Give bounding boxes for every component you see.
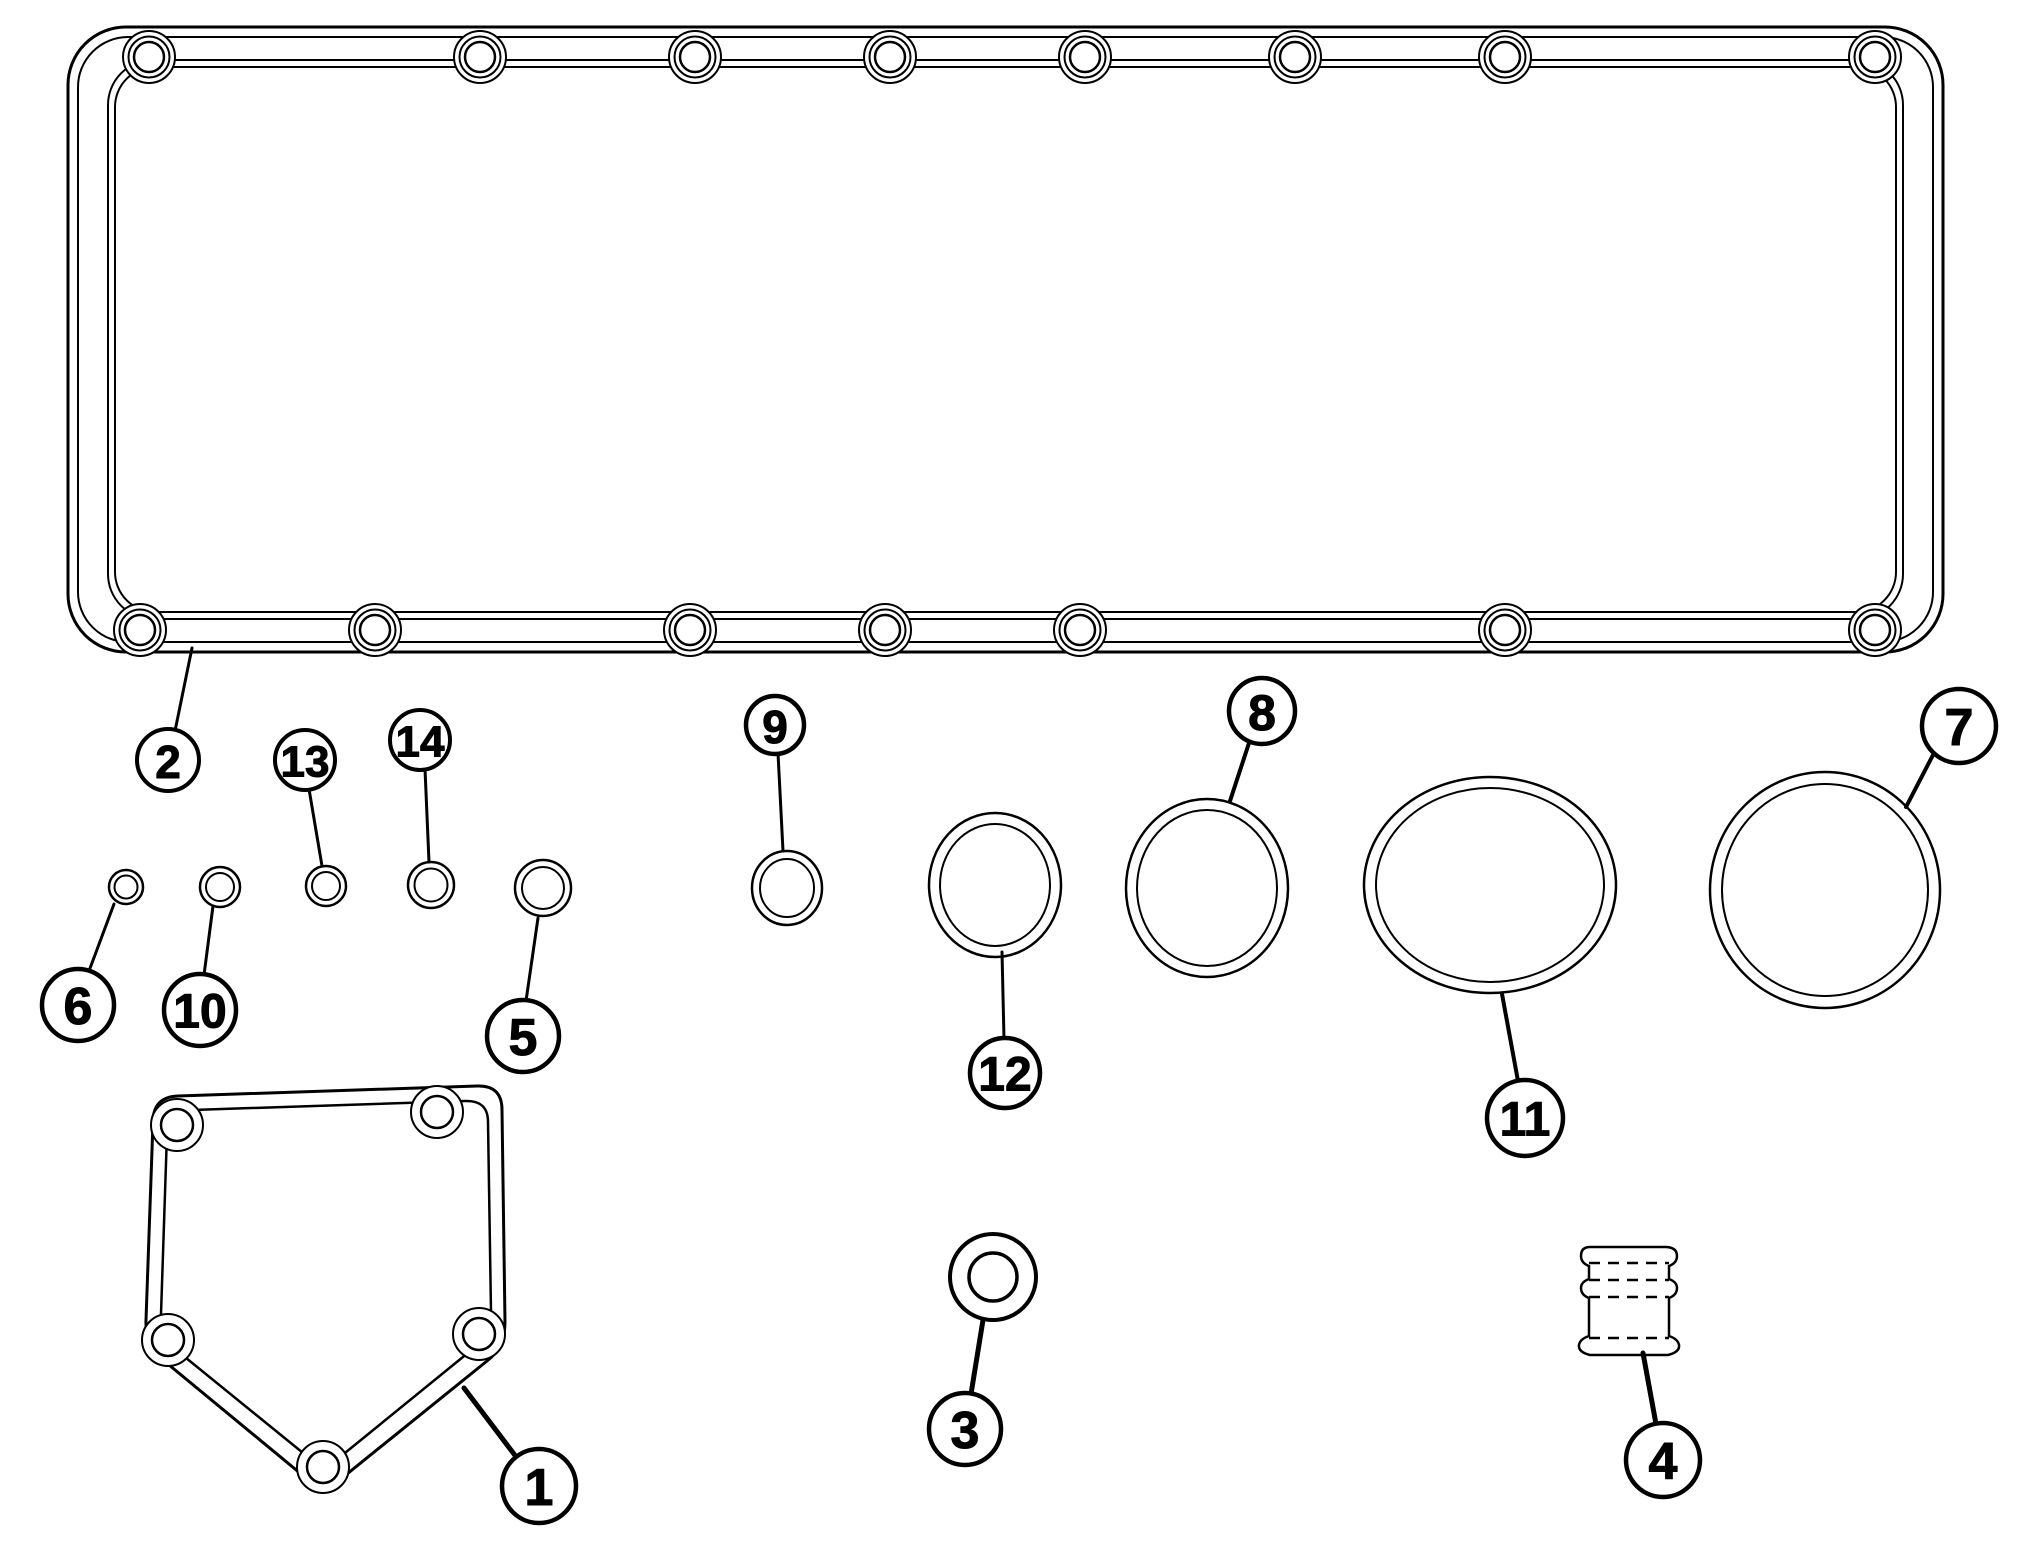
bolt-hole	[141, 1313, 195, 1367]
leader-line-10	[202, 904, 215, 977]
callout-circle-8	[1226, 675, 1298, 747]
callout-number-6: 6	[64, 978, 93, 1036]
leader-line-13	[307, 787, 324, 868]
callout-3[interactable]: 3	[926, 1317, 1004, 1468]
callout-14[interactable]: 14	[388, 708, 452, 864]
callout-circle-9	[743, 693, 807, 757]
callout-number-13: 13	[281, 738, 330, 787]
leader-line-1	[461, 1385, 520, 1461]
o-ring-5[interactable]	[513, 858, 573, 918]
callout-2[interactable]: 2	[135, 646, 201, 793]
bolt-hole	[668, 30, 722, 84]
callout-circle-11	[1484, 1077, 1566, 1159]
valve-cover-gasket-inner-bead	[114, 66, 1897, 613]
o-ring-8[interactable]	[1124, 797, 1290, 979]
callout-13[interactable]: 13	[273, 728, 337, 868]
bolt-hole	[1268, 30, 1322, 84]
bolt-hole	[858, 603, 912, 657]
bolt-hole	[1053, 603, 1107, 657]
callout-number-5: 5	[509, 1009, 538, 1067]
leader-line-5	[524, 916, 540, 1003]
bolt-hole	[296, 1440, 350, 1494]
callout-number-10: 10	[173, 986, 226, 1039]
cover-gasket[interactable]	[141, 1084, 507, 1494]
callout-1[interactable]: 1	[461, 1385, 579, 1526]
bolt-hole	[1478, 603, 1532, 657]
leader-line-7	[1904, 753, 1935, 809]
leader-line-14	[423, 767, 431, 864]
cover-gasket-outer-edge	[144, 1084, 507, 1486]
o-ring-9[interactable]	[750, 849, 824, 927]
callout-number-4: 4	[1649, 1433, 1678, 1491]
tube-seal[interactable]	[1577, 1245, 1681, 1357]
valve-cover-gasket[interactable]	[66, 25, 1945, 657]
o-ring-11[interactable]	[1362, 775, 1618, 995]
callout-circle-1	[499, 1446, 579, 1526]
leader-line-12	[1000, 950, 1006, 1041]
washer-seal[interactable]	[948, 1232, 1038, 1322]
callout-10[interactable]: 10	[161, 904, 239, 1049]
bolt-hole	[1848, 30, 1902, 84]
bolt-hole	[663, 603, 717, 657]
callout-12[interactable]: 12	[967, 950, 1043, 1111]
bolt-hole	[452, 1307, 506, 1361]
o-ring-10[interactable]	[198, 865, 242, 909]
bolt-hole	[1058, 30, 1112, 84]
o-ring-12[interactable]	[927, 811, 1063, 959]
callout-circle-13	[273, 728, 337, 792]
valve-cover-gasket-outer-bead	[77, 36, 1934, 643]
valve-cover-gasket-inner-edge	[107, 59, 1904, 620]
bolt-hole	[150, 1098, 204, 1152]
leader-line-4	[1640, 1350, 1659, 1427]
bolt-hole	[122, 30, 176, 84]
callout-circle-12	[967, 1035, 1043, 1111]
callout-number-9: 9	[762, 701, 788, 753]
callout-number-11: 11	[1500, 1094, 1551, 1147]
bolt-hole	[1848, 603, 1902, 657]
o-ring-6[interactable]	[107, 868, 145, 906]
bolt-hole	[453, 30, 507, 84]
callout-8[interactable]: 8	[1226, 675, 1298, 803]
callout-circle-7	[1919, 686, 1999, 766]
callout-circle-5	[484, 997, 562, 1075]
callout-6[interactable]: 6	[39, 902, 117, 1044]
cover-gasket-inner-edge	[159, 1099, 493, 1465]
o-ring-13[interactable]	[304, 864, 348, 908]
callout-number-14: 14	[396, 718, 445, 767]
bolt-hole	[863, 30, 917, 84]
leader-line-11	[1500, 992, 1520, 1083]
bolt-hole	[113, 603, 167, 657]
callout-circle-3	[926, 1390, 1004, 1468]
callout-circle-6	[39, 966, 117, 1044]
callout-circle-2	[135, 727, 201, 793]
callout-circle-14	[388, 708, 452, 772]
valve-cover-gasket-outer-edge	[66, 25, 1945, 654]
callout-circle-4	[1623, 1420, 1703, 1500]
callout-11[interactable]: 11	[1484, 992, 1566, 1159]
callout-number-2: 2	[155, 736, 181, 788]
o-ring-7[interactable]	[1708, 770, 1942, 1010]
callout-7[interactable]: 7	[1904, 686, 1999, 809]
callout-number-3: 3	[951, 1402, 980, 1460]
leader-line-3	[968, 1317, 986, 1397]
callout-circle-10	[161, 971, 239, 1049]
callout-5[interactable]: 5	[484, 916, 562, 1075]
leader-line-2	[173, 646, 194, 733]
leader-line-9	[776, 751, 785, 853]
bolt-hole	[1478, 30, 1532, 84]
callout-4[interactable]: 4	[1623, 1350, 1703, 1500]
callout-number-7: 7	[1945, 699, 1974, 757]
callout-number-1: 1	[525, 1459, 554, 1517]
leader-line-6	[87, 902, 116, 973]
o-ring-14[interactable]	[406, 860, 456, 910]
bolt-hole	[348, 603, 402, 657]
leader-line-8	[1228, 741, 1251, 803]
tube-seal-hidden-edges	[1589, 1261, 1669, 1340]
bolt-hole	[410, 1085, 464, 1139]
callout-number-8: 8	[1248, 685, 1276, 741]
callout-9[interactable]: 9	[743, 693, 807, 853]
callout-number-12: 12	[978, 1049, 1031, 1102]
